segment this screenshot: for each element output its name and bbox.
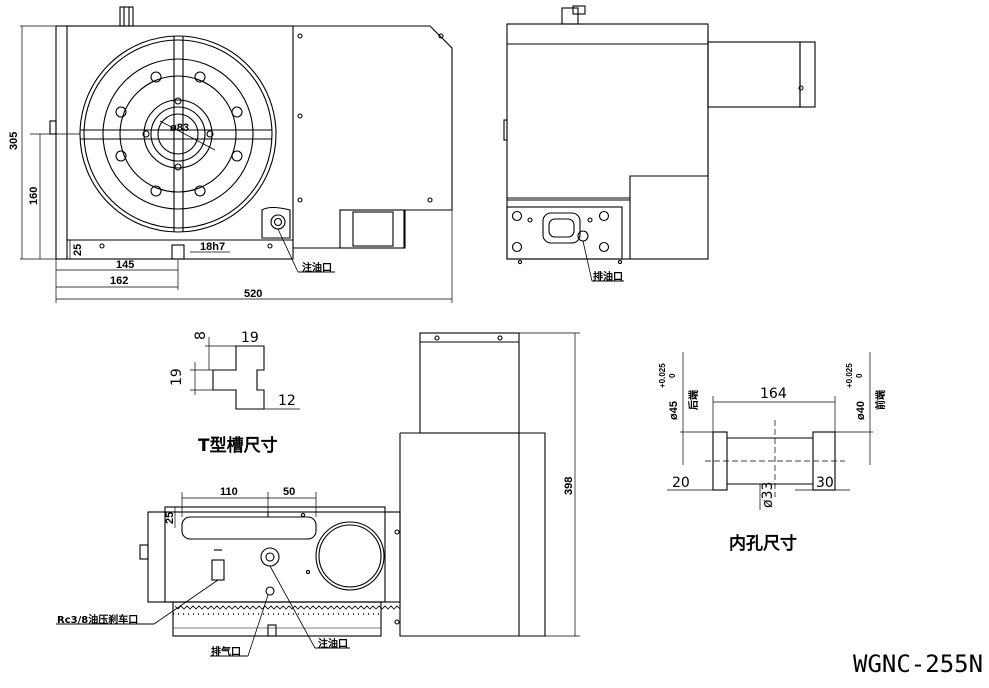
bottom-dim-50: 50 bbox=[283, 486, 295, 498]
front-view bbox=[20, 6, 453, 303]
bore-front-label: 前端 bbox=[874, 390, 887, 410]
bore-front-tol-upper: +0.025 bbox=[845, 363, 854, 388]
side-body bbox=[506, 23, 709, 260]
tslot-dim-19-width: 19 bbox=[241, 330, 259, 346]
tslot-caption: T型槽尺寸 bbox=[198, 435, 278, 456]
dim-25-front: 25 bbox=[72, 244, 84, 256]
bore-rear-tol-lower: 0 bbox=[668, 373, 677, 378]
air-outlet-label: 排气口 bbox=[211, 645, 241, 658]
model-number: WGNC-255N bbox=[853, 650, 983, 678]
tslot-dim-19-height: 19 bbox=[169, 368, 185, 386]
bore-rear-tol-upper: +0.025 bbox=[658, 363, 667, 388]
oil-inlet-label-bottom: 注油口 bbox=[318, 637, 348, 650]
top-knob bbox=[119, 6, 134, 27]
side-view bbox=[503, 5, 816, 282]
bottom-view bbox=[56, 332, 580, 657]
bore-dim-30: 30 bbox=[816, 475, 834, 491]
dim-160: 160 bbox=[28, 187, 40, 205]
bore-rear-dia: ø45 bbox=[668, 401, 680, 420]
tslot-dim-8: 8 bbox=[193, 331, 209, 340]
bore-front-dia: ø40 bbox=[855, 401, 867, 420]
bolt-holes bbox=[115, 71, 243, 197]
bottom-dim-110: 110 bbox=[220, 486, 238, 498]
oil-outlet-label-side: 排油口 bbox=[593, 270, 623, 283]
front-body bbox=[66, 25, 294, 260]
bore-front-tol-lower: 0 bbox=[855, 373, 864, 378]
brake-port-label: Rc3/8油压刹车口 bbox=[57, 613, 138, 626]
bore-caption: 内孔尺寸 bbox=[729, 533, 797, 554]
dim-305: 305 bbox=[8, 132, 20, 150]
tooth-base bbox=[172, 601, 382, 637]
bore-dim-164: 164 bbox=[760, 386, 787, 402]
bore-dim-33: ø33 bbox=[760, 482, 776, 508]
dim-18h7: 18h7 bbox=[200, 241, 225, 253]
bore-detail bbox=[667, 352, 873, 510]
dim-162: 162 bbox=[110, 275, 128, 287]
bottom-dim-25: 25 bbox=[164, 512, 176, 524]
dim-bore-83: ø83 bbox=[170, 122, 189, 134]
dim-520: 520 bbox=[244, 288, 262, 300]
tslot-dim-12: 12 bbox=[278, 393, 296, 409]
bore-dim-20: 20 bbox=[672, 475, 690, 491]
dim-145: 145 bbox=[116, 259, 134, 271]
oil-inlet-label-front: 注油口 bbox=[302, 261, 332, 274]
tslot-detail bbox=[190, 337, 300, 410]
table-outer bbox=[79, 35, 277, 233]
bore-rear-label: 后端 bbox=[687, 390, 700, 410]
bottom-dim-398: 398 bbox=[563, 477, 575, 495]
